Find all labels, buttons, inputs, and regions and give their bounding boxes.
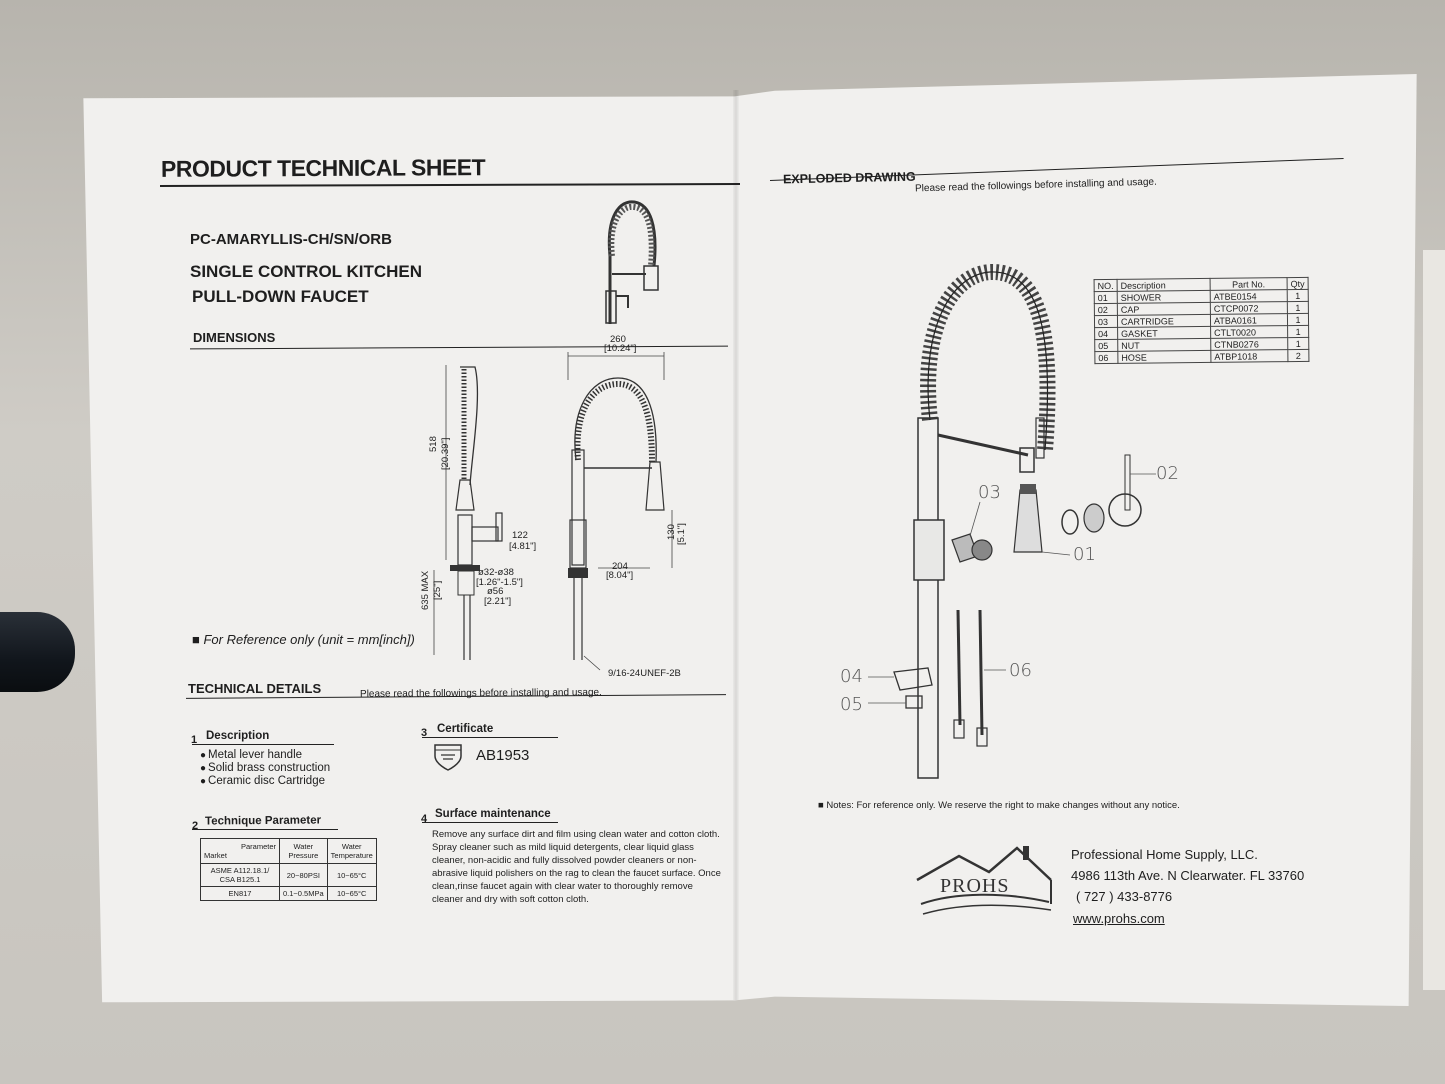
certificate-heading: Certificate — [437, 723, 494, 735]
dim-518-in: [20.39"] — [440, 437, 451, 470]
technique-table: Parameter Market Water Pressure Water Te… — [200, 838, 377, 901]
description-item: Metal lever handle — [200, 749, 330, 762]
certificate-rule — [422, 737, 558, 738]
parts-header-qty: Qty — [1287, 277, 1309, 290]
part-qty-cell: 1 — [1287, 325, 1309, 338]
dim-56: ø56 — [487, 586, 504, 597]
temperature-cell: 10~65°C — [326, 886, 377, 901]
market-cell: ASME A112.18.1/ CSA B125.1 — [200, 863, 280, 887]
part-number-cell: ATBP1018 — [1210, 349, 1288, 363]
part-qty-cell: 1 — [1287, 313, 1309, 326]
technique-num: 2 — [192, 820, 199, 832]
dim-122: 122 — [512, 530, 528, 541]
notes: ■ Notes: For reference only. We reserve … — [818, 800, 1180, 811]
technique-rule — [192, 829, 338, 830]
description-item: Solid brass construction — [200, 762, 330, 775]
pressure-cell: 0.1~0.5MPa — [279, 886, 328, 901]
part-number-cell: CTCP0072 — [1210, 301, 1288, 315]
part-qty-cell: 1 — [1287, 289, 1309, 302]
callout-01: 01 — [1073, 544, 1096, 565]
dim-32: ø32-ø38 — [478, 567, 514, 578]
surface-text: Remove any surface dirt and film using c… — [432, 829, 721, 905]
certificate-code: AB1953 — [476, 747, 530, 764]
part-number-cell: ATBE0154 — [1210, 289, 1288, 303]
header-pressure: Water Pressure — [279, 838, 328, 864]
dark-handle-object — [0, 612, 75, 692]
technique-heading: Technique Parameter — [204, 814, 322, 828]
description-item: Ceramic disc Cartridge — [200, 775, 330, 788]
dimensions-heading: DIMENSIONS — [193, 330, 276, 345]
company-phone: ( 727 ) 433-8776 — [1076, 889, 1173, 904]
certificate-num: 3 — [421, 727, 428, 739]
market-cell: EN817 — [200, 886, 280, 901]
table-row: ASME A112.18.1/ CSA B125.1 20~80PSI 10~6… — [200, 863, 377, 887]
description-num: 1 — [191, 734, 198, 746]
dim-32-in: [1.26"-1.5"] — [476, 577, 523, 588]
dim-204: 204 — [612, 561, 628, 572]
surface-heading: Surface maintenance — [435, 808, 551, 820]
technical-details-sub: Please read the followings before instal… — [359, 687, 602, 700]
dim-204-in: [8.04"] — [606, 570, 634, 581]
prohs-logo-house-icon — [916, 846, 1052, 915]
part-qty-cell: 1 — [1287, 301, 1309, 314]
header-temperature: Water Temperature — [326, 838, 377, 864]
callout-03: 03 — [978, 482, 1001, 503]
pressure-cell: 20~80PSI — [279, 863, 328, 887]
logo-text: PROHS — [940, 875, 1010, 897]
reference-note-text: For Reference only (unit = mm[inch]) — [203, 632, 415, 647]
header-market: Market — [204, 851, 227, 860]
part-number-cell: CTNB0276 — [1210, 337, 1288, 351]
second-paper-edge — [1423, 250, 1445, 990]
model-number: PC-AMARYLLIS-CH/SN/ORB — [190, 231, 392, 248]
part-number-cell: ATBA0161 — [1210, 313, 1288, 327]
reference-note: ■ For Reference only (unit = mm[inch]) — [192, 632, 415, 647]
company-website: www.prohs.com — [1073, 911, 1165, 926]
dim-130-in: [5.1"] — [676, 523, 687, 545]
product-name-line2: PULL-DOWN FAUCET — [192, 287, 369, 306]
technical-details-heading: TECHNICAL DETAILS — [188, 681, 322, 696]
table-header-cell: Parameter Market — [200, 838, 280, 864]
dim-260: 260 — [610, 334, 626, 345]
callout-06: 06 — [1009, 660, 1032, 681]
side-view-drawing — [433, 365, 503, 660]
dim-thread: 9/16-24UNEF-2B — [608, 668, 681, 679]
company-name: Professional Home Supply, LLC. — [1071, 847, 1258, 862]
part-qty-cell: 1 — [1287, 337, 1309, 350]
product-name-line1: SINGLE CONTROL KITCHEN — [190, 262, 423, 281]
surface-rule — [422, 822, 558, 823]
dim-260-in: [10.24"] — [604, 343, 637, 354]
temperature-cell: 10~65°C — [326, 863, 377, 887]
faucet-thumbnail — [605, 200, 659, 324]
dim-518: 518 — [428, 436, 439, 452]
table-row: EN817 0.1~0.5MPa 10~65°C — [200, 886, 377, 901]
parts-header-partno: Part No. — [1210, 277, 1288, 291]
company-address: 4986 113th Ave. N Clearwater. FL 33760 — [1071, 868, 1305, 883]
page-title: PRODUCT TECHNICAL SHEET — [160, 154, 486, 182]
certificate-shield-icon — [434, 744, 462, 771]
callout-02: 02 — [1156, 463, 1179, 484]
front-view-drawing — [567, 352, 673, 671]
callout-04: 04 — [840, 666, 863, 687]
part-qty-cell: 2 — [1287, 349, 1309, 362]
dim-122-in: [4.81"] — [509, 541, 537, 552]
surface-num: 4 — [421, 813, 428, 825]
part-number-cell: CTLT0020 — [1210, 325, 1288, 339]
notes-text: Notes: For reference only. We reserve th… — [826, 800, 1180, 811]
paper-fold — [733, 90, 739, 1000]
description-heading: Description — [206, 730, 270, 742]
callout-05: 05 — [840, 694, 863, 715]
description-rule — [192, 744, 334, 745]
header-parameter: Parameter — [240, 842, 276, 851]
dim-56-in: [2.21"] — [484, 596, 512, 607]
description-list: Metal lever handle Solid brass construct… — [200, 749, 330, 788]
dim-635-in: [25"] — [432, 580, 443, 600]
exploded-faucet-drawing — [868, 263, 1156, 779]
dim-635: 635 MAX — [420, 570, 431, 610]
